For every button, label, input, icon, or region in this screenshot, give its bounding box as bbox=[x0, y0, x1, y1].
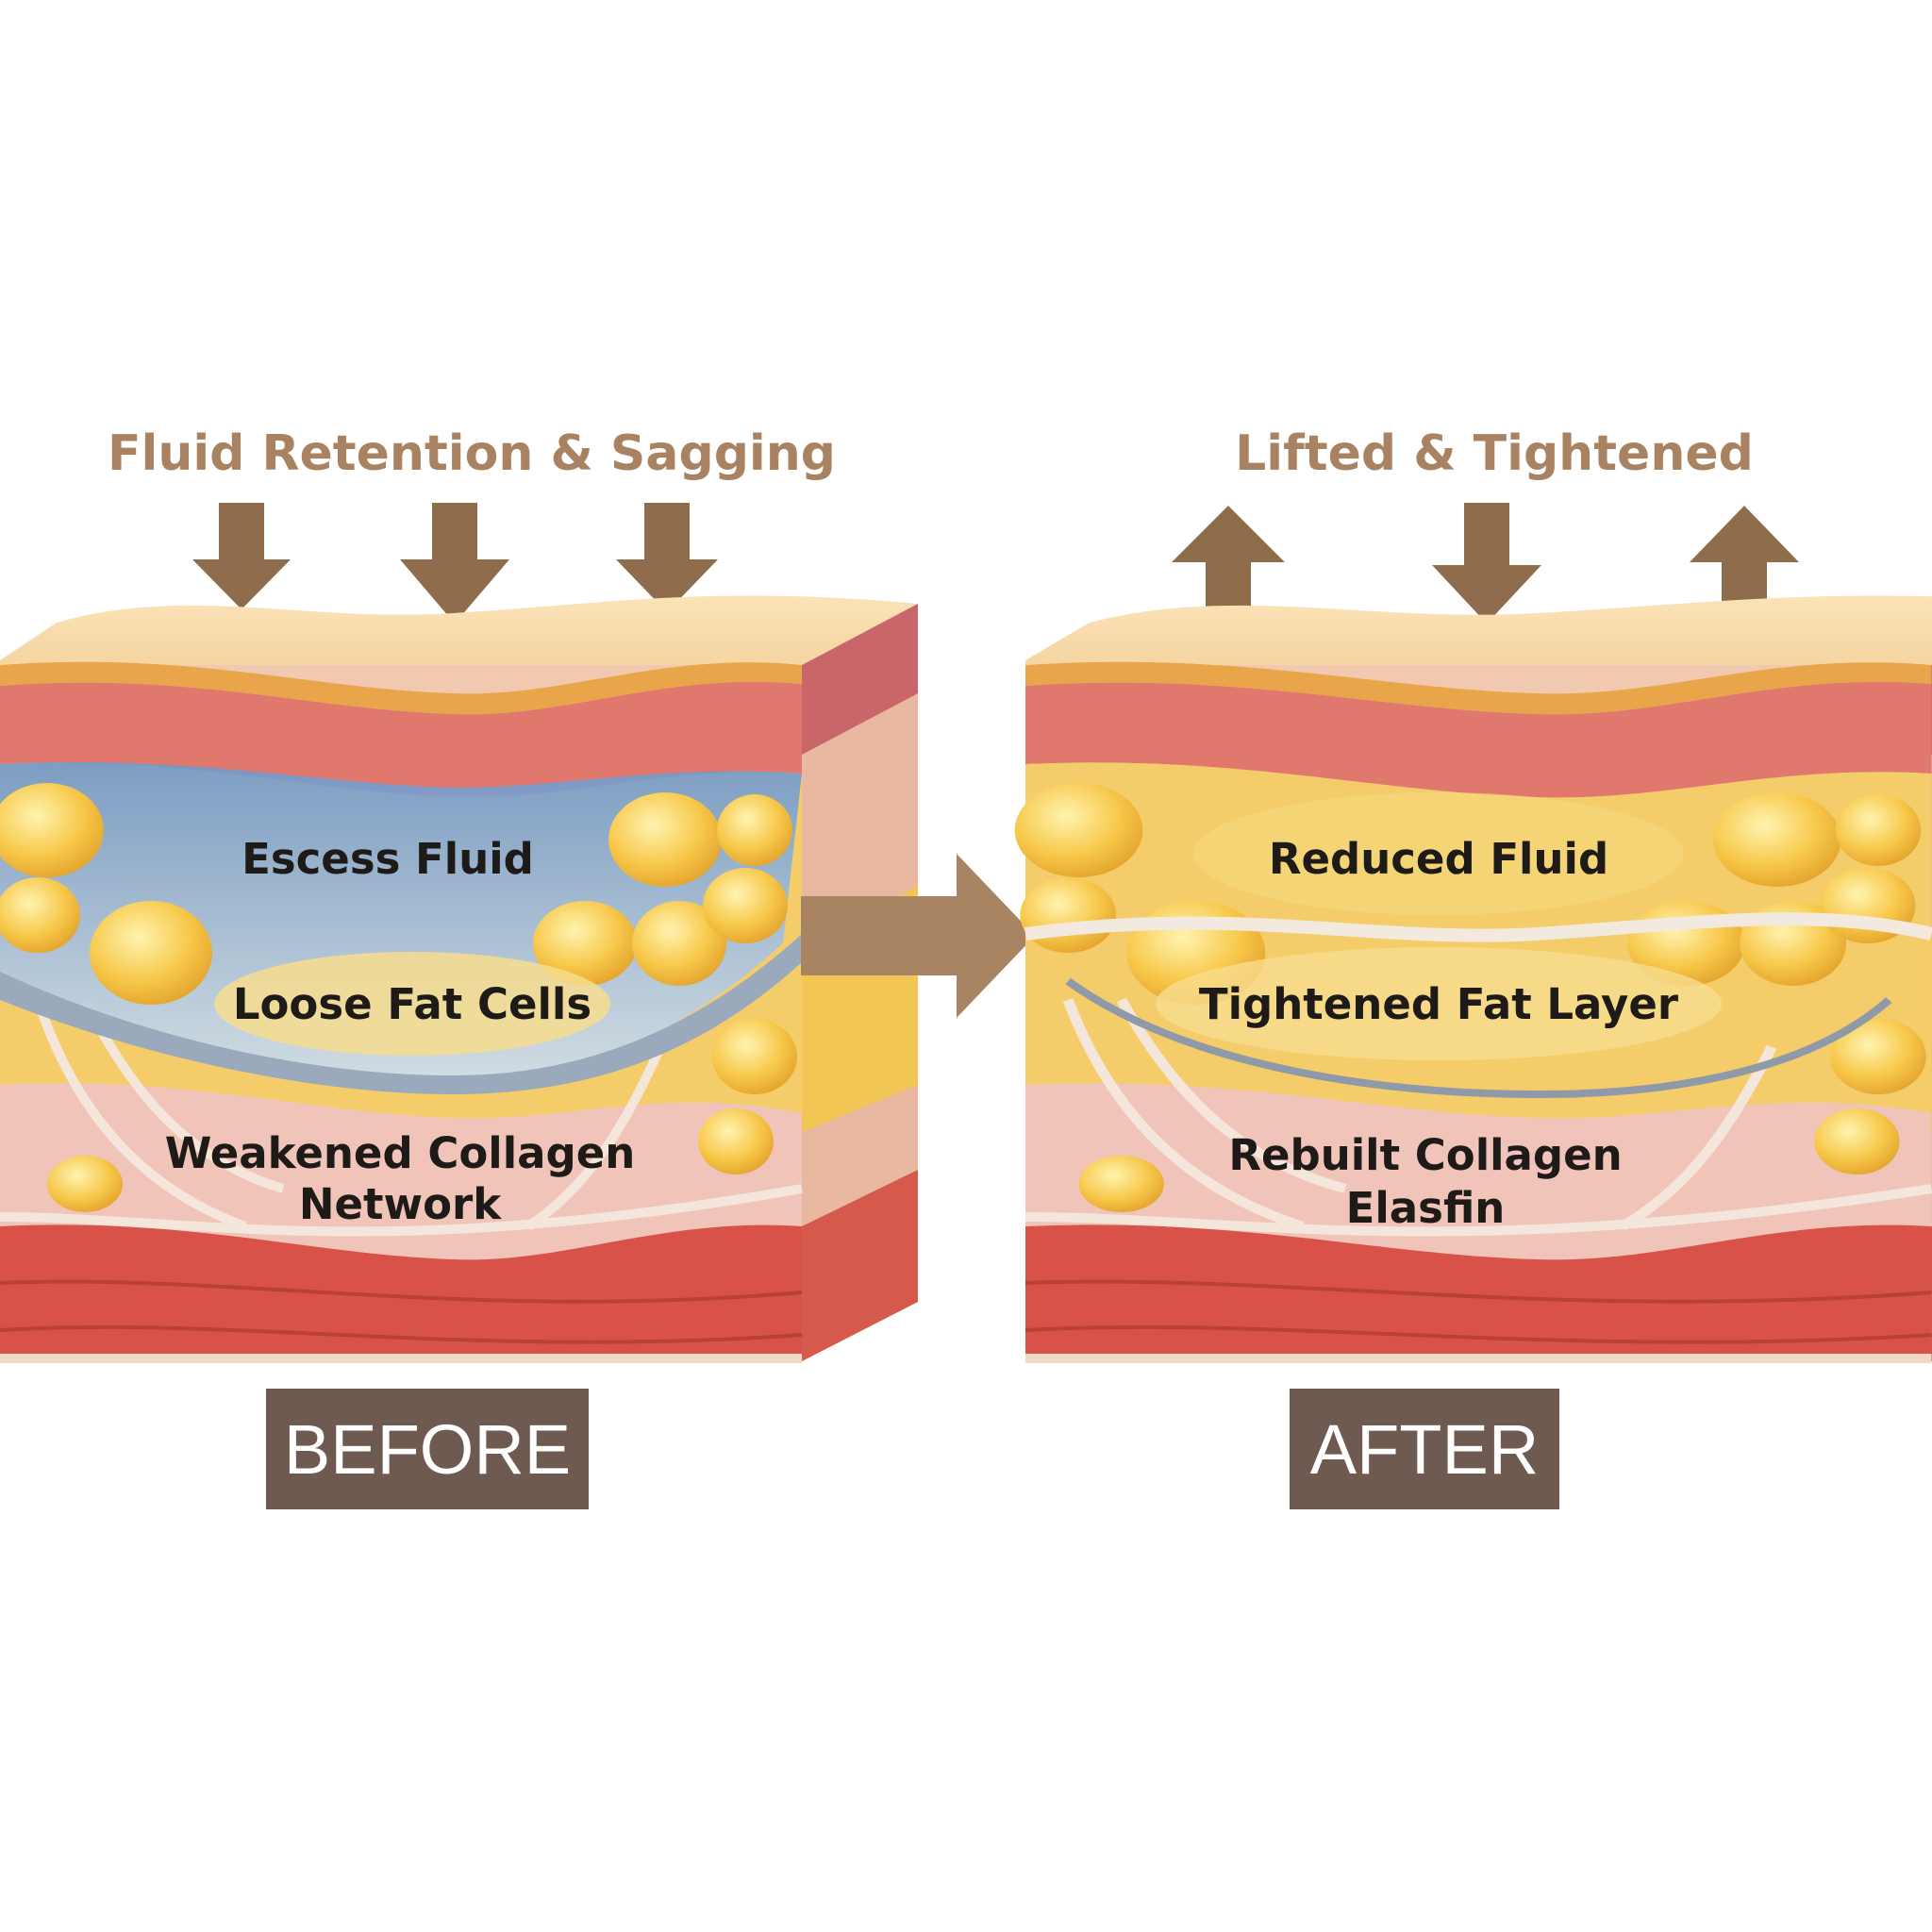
label-reduced-fluid: Reduced Fluid bbox=[1269, 834, 1608, 884]
down-arrow-icon bbox=[616, 503, 718, 612]
label-elastin: Elasfin bbox=[1346, 1183, 1506, 1233]
before-arrows bbox=[192, 503, 718, 624]
up-arrow-icon bbox=[1690, 506, 1799, 625]
label-rebuilt-collagen: Rebuilt Collagen bbox=[1228, 1130, 1622, 1180]
down-arrow-icon bbox=[400, 503, 509, 624]
before-title: Fluid Retention & Sagging bbox=[108, 425, 836, 482]
label-tightened-fat-layer: Tightened Fat Layer bbox=[1199, 979, 1679, 1029]
before-tag-label: BEFORE bbox=[284, 1410, 571, 1489]
label-network: Network bbox=[299, 1179, 502, 1229]
before-tag bbox=[266, 1389, 589, 1509]
after-tag-label: AFTER bbox=[1310, 1410, 1540, 1489]
before-panel: Fluid Retention & Sagging Escess Fluid L… bbox=[0, 425, 918, 1509]
after-panel: Lifted & Tightened Reduced Fluid Tighten… bbox=[1014, 425, 1932, 1509]
transition-arrow-icon bbox=[801, 854, 1035, 1018]
after-title: Lifted & Tightened bbox=[1235, 425, 1754, 482]
down-arrow-icon bbox=[1432, 503, 1541, 624]
after-arrows bbox=[1172, 503, 1799, 625]
up-arrow-icon bbox=[1172, 506, 1285, 625]
label-excess-fluid: Escess Fluid bbox=[242, 834, 534, 884]
after-tag bbox=[1290, 1389, 1559, 1509]
label-loose-fat-cells: Loose Fat Cells bbox=[233, 979, 591, 1029]
down-arrow-icon bbox=[192, 503, 291, 609]
label-weakened-collagen: Weakened Collagen bbox=[165, 1128, 636, 1178]
